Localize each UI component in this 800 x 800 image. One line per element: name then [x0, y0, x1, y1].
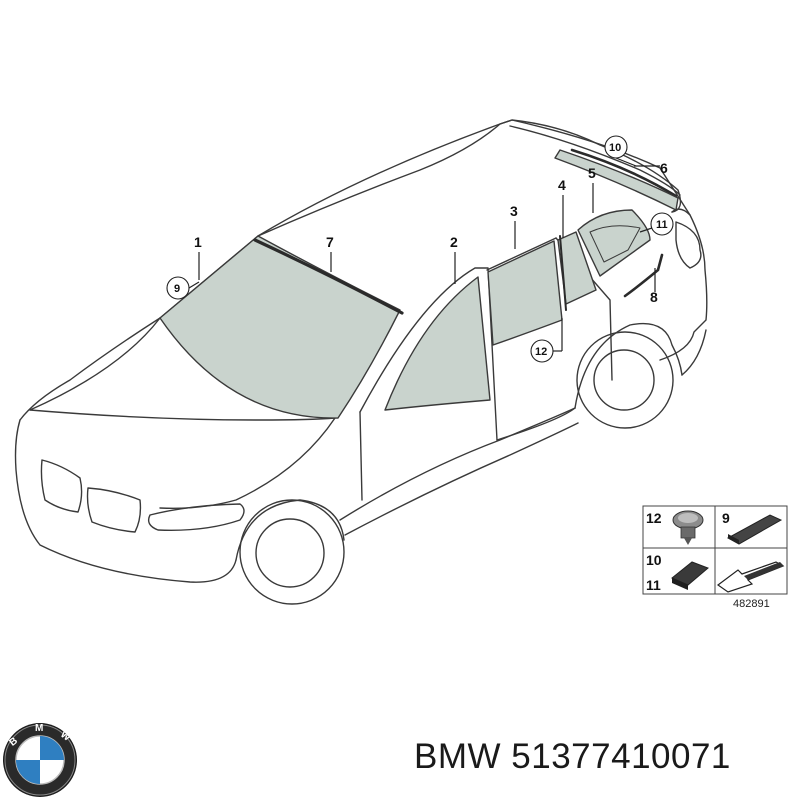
cut-tape-arrow-icon	[716, 561, 785, 593]
callout-2: 2	[450, 234, 458, 250]
brand-part-number: BMW 51377410071	[414, 737, 731, 777]
adhesive-pad-icon	[726, 514, 783, 545]
kidney-grille	[40, 459, 142, 533]
callout-5: 5	[588, 165, 596, 181]
parts-legend: 12 9 10 11 482891	[642, 505, 788, 610]
rear-side-window	[577, 209, 651, 277]
front-wheel	[235, 499, 345, 605]
front-door-glass	[384, 276, 491, 411]
rear-window-seal	[623, 253, 664, 298]
callout-12: 12	[535, 346, 547, 358]
part-number: 51377410071	[511, 737, 731, 776]
callout-7: 7	[326, 234, 334, 250]
tailgate-seal	[570, 148, 678, 198]
foam-block-icon	[671, 561, 709, 590]
callout-9: 9	[174, 283, 180, 295]
car-body-outline	[14, 119, 708, 583]
brand-name: BMW	[414, 737, 502, 776]
callout-4: 4	[558, 177, 566, 193]
svg-text:M: M	[35, 723, 43, 734]
legend-num-10: 10	[646, 552, 662, 568]
headlight	[147, 503, 245, 531]
screw-icon	[672, 510, 704, 545]
callout-6: 6	[660, 160, 668, 176]
bmw-logo: B M W	[3, 723, 77, 797]
callout-8: 8	[650, 289, 658, 305]
legend-num-11: 11	[646, 577, 661, 593]
tailgate-glass-strip	[554, 149, 679, 211]
callout-1: 1	[194, 234, 202, 250]
rear-door-glass	[487, 240, 563, 346]
callout-3: 3	[510, 203, 518, 219]
callout-10: 10	[609, 142, 621, 154]
door-channel-seal	[559, 235, 567, 311]
legend-num-12: 12	[646, 510, 662, 526]
legend-num-9: 9	[722, 510, 730, 526]
rear-wheel	[576, 331, 674, 429]
windshield-seal	[253, 238, 404, 315]
callout-11: 11	[656, 219, 668, 231]
windshield-glass	[159, 235, 401, 419]
diagram-reference-code: 482891	[733, 598, 770, 610]
callouts: 1 9 7 2 3 4 5 10 6 11 8	[166, 135, 674, 363]
